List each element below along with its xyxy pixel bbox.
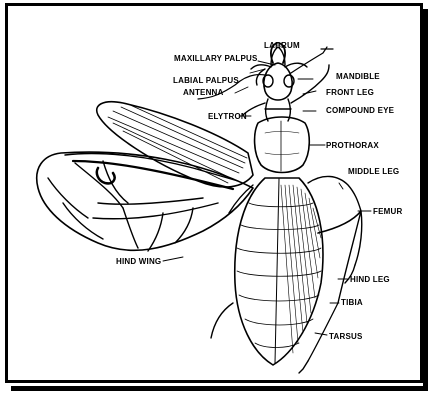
abdomen-shape bbox=[235, 178, 323, 365]
hind-leg-shape bbox=[211, 211, 361, 373]
diagram-frame: LABRUM MAXILLARY PALPUS LABIAL PALPUS AN… bbox=[5, 3, 423, 383]
hind-wing-shape bbox=[37, 152, 253, 251]
label-antenna: ANTENNA bbox=[183, 88, 224, 97]
label-femur: FEMUR bbox=[373, 207, 402, 216]
label-mandible: MANDIBLE bbox=[336, 72, 380, 81]
beetle-diagram: LABRUM MAXILLARY PALPUS LABIAL PALPUS AN… bbox=[8, 6, 423, 383]
prothorax-shape bbox=[255, 117, 310, 173]
label-middle-leg: MIDDLE LEG bbox=[348, 167, 399, 176]
label-front-leg: FRONT LEG bbox=[326, 88, 374, 97]
label-tarsus: TARSUS bbox=[329, 332, 363, 341]
palpus-shape bbox=[251, 63, 307, 85]
label-hind-leg: HIND LEG bbox=[350, 275, 390, 284]
label-labial-palpus: LABIAL PALPUS bbox=[173, 76, 239, 85]
label-labrum: LABRUM bbox=[264, 41, 300, 50]
label-compound-eye: COMPOUND EYE bbox=[326, 106, 395, 115]
label-prothorax: PROTHORAX bbox=[326, 141, 379, 150]
label-elytron: ELYTRON bbox=[208, 112, 247, 121]
head-shape bbox=[263, 43, 294, 121]
labels: LABRUM MAXILLARY PALPUS LABIAL PALPUS AN… bbox=[116, 41, 402, 341]
label-hind-wing: HIND WING bbox=[116, 257, 161, 266]
frame-shadow-right bbox=[423, 9, 428, 391]
label-maxillary-palpus: MAXILLARY PALPUS bbox=[174, 54, 258, 63]
frame-shadow-bottom bbox=[11, 386, 427, 391]
front-leg-shape bbox=[243, 65, 329, 115]
label-tibia: TIBIA bbox=[341, 298, 363, 307]
